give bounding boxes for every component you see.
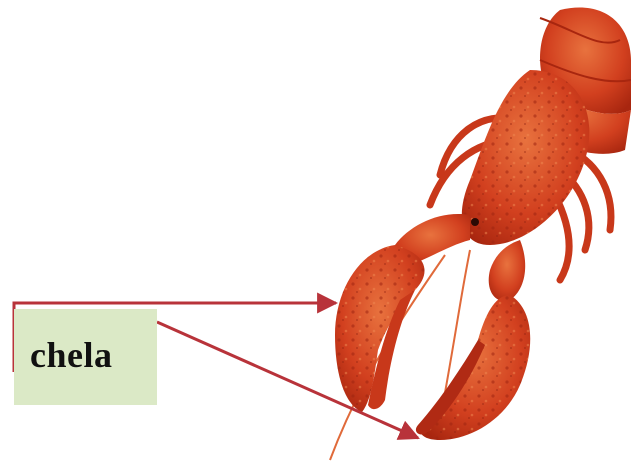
chela-label: chela: [30, 334, 112, 376]
lobster-arm-right: [489, 240, 526, 301]
lobster-illustration: [330, 7, 631, 460]
chela-right: [416, 295, 530, 440]
lobster-eye: [471, 218, 479, 226]
chela-left: [335, 245, 425, 412]
